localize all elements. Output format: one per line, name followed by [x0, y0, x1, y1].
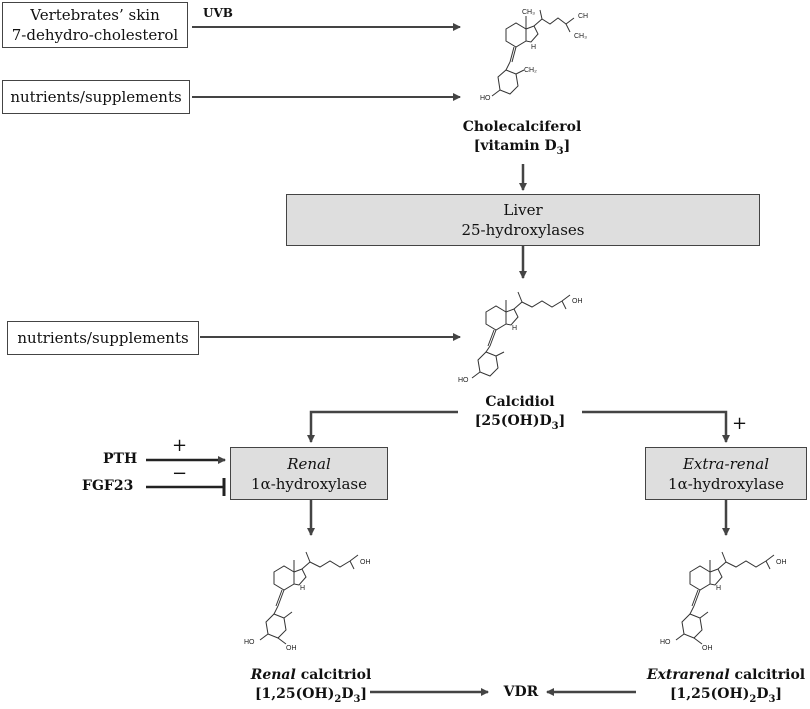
nutrients-box-1: nutrients/supplements	[2, 80, 190, 114]
rc-n1: 2	[334, 693, 342, 705]
oh-label-e: OH	[702, 645, 713, 652]
rc-f2: D	[341, 686, 354, 702]
liver-box: Liver 25-hydroxylases	[286, 194, 760, 246]
uvb-label: UVB	[203, 6, 233, 20]
ec-f2: D	[756, 686, 769, 702]
calcidiol-structure: OH H HO	[458, 291, 583, 384]
calcidiol-to-renal-arrow	[307, 410, 458, 443]
chole-formula-sub: 3	[556, 145, 564, 157]
oh-label-b: OH	[360, 559, 371, 566]
ch3-label-a: CH₃	[522, 9, 535, 16]
extrarenal-calcitriol-structure: OH H HO OH	[660, 551, 787, 652]
calcidiol-name: Calcidiol	[485, 394, 555, 410]
renal-calcitriol-rest: calcitriol	[295, 667, 372, 683]
ch3-label-c: CH₃	[578, 13, 588, 20]
extrarenal-plus-sign: +	[732, 413, 748, 434]
calcidiol-to-extrarenal-arrow	[582, 410, 730, 443]
renal-calcitriol-name: Renal calcitriol	[240, 666, 382, 685]
ec-n2: 3	[768, 693, 776, 705]
extrarenal-calcitriol-formula: [1,25(OH)2D3]	[644, 685, 808, 709]
rc-n2: 3	[353, 693, 361, 705]
renal-calcitriol-label: Renal calcitriol [1,25(OH)2D3]	[240, 666, 382, 709]
ch2-label: CH₂	[524, 67, 537, 74]
calcidiol-label: Calcidiol [25(OH)D3]	[458, 393, 582, 436]
h-label-a: H	[531, 44, 536, 51]
renal-calcitriol-formula: [1,25(OH)2D3]	[240, 685, 382, 709]
skin-line2: 7-dehydro-cholesterol	[11, 26, 179, 44]
oh-label-d: OH	[776, 559, 787, 566]
renal-italic: Renal	[287, 454, 331, 473]
liver-line1: Liver	[503, 201, 543, 219]
oh-label-a: OH	[572, 298, 583, 305]
ch3-label-b: CH₃	[574, 33, 587, 40]
nutrients1-text: nutrients/supplements	[10, 88, 182, 106]
fgf23-label: FGF23	[82, 478, 134, 494]
extrarenal-italic: Extra-renal	[682, 454, 770, 473]
ho-label-c: HO	[244, 639, 255, 646]
cholecalciferol-structure: CH₃ CH₃ CH₃ H CH₂ HO	[480, 9, 588, 102]
nutrients-box-2: nutrients/supplements	[7, 321, 199, 355]
ho-label-a: HO	[480, 95, 491, 102]
pth-label: PTH	[103, 451, 138, 467]
h-label-c: H	[300, 585, 305, 592]
h-label-d: H	[716, 585, 721, 592]
extra-calcitriol-rest: calcitriol	[729, 667, 806, 683]
extrarenal-hydroxylase-box: Extra-renal 1α-hydroxylase	[645, 447, 807, 500]
renal-hydroxylase-box: Renal 1α-hydroxylase	[230, 447, 388, 500]
ec-f1: [1,25(OH)	[669, 686, 750, 702]
extrarenal-hydroxylase-text: 1α-hydroxylase	[668, 474, 784, 493]
extrarenal-calcitriol-name: Extrarenal calcitriol	[644, 666, 808, 685]
pth-plus-sign: +	[172, 435, 188, 456]
chole-formula-close: ]	[563, 138, 571, 154]
ho-label-d: HO	[660, 639, 671, 646]
skin-line1: Vertebrates’ skin	[30, 6, 160, 24]
chole-formula-open: [vitamin D	[473, 138, 557, 154]
extra-calcitriol-italic: Extrarenal	[646, 667, 730, 683]
ec-f3: ]	[775, 686, 783, 702]
cholecalciferol-formula: [vitamin D3]	[462, 137, 582, 161]
vdr-label: VDR	[503, 684, 539, 700]
calcidiol-formula-close: ]	[558, 413, 566, 429]
skin-source-box: Vertebrates’ skin 7-dehydro-cholesterol	[2, 2, 188, 48]
renal-calcitriol-structure: OH H HO OH	[244, 551, 371, 652]
ec-n1: 2	[749, 693, 757, 705]
calcidiol-formula-open: [25(OH)D	[474, 413, 552, 429]
nutrients2-text: nutrients/supplements	[17, 329, 189, 347]
calcidiol-formula: [25(OH)D3]	[458, 412, 582, 436]
extrarenal-calcitriol-label: Extrarenal calcitriol [1,25(OH)2D3]	[644, 666, 808, 709]
rc-f3: ]	[360, 686, 368, 702]
calcidiol-formula-sub: 3	[551, 420, 559, 432]
cholecalciferol-label: Cholecalciferol [vitamin D3]	[462, 118, 582, 161]
liver-line2: 25-hydroxylases	[461, 221, 585, 239]
ho-label-b: HO	[458, 377, 469, 384]
cholecalciferol-name: Cholecalciferol	[462, 119, 582, 135]
renal-hydroxylase-text: 1α-hydroxylase	[251, 474, 367, 493]
h-label-b: H	[512, 325, 517, 332]
renal-calcitriol-italic: Renal	[250, 667, 296, 683]
oh-label-c: OH	[286, 645, 297, 652]
rc-f1: [1,25(OH)	[254, 686, 335, 702]
fgf23-minus-sign: −	[172, 463, 188, 484]
